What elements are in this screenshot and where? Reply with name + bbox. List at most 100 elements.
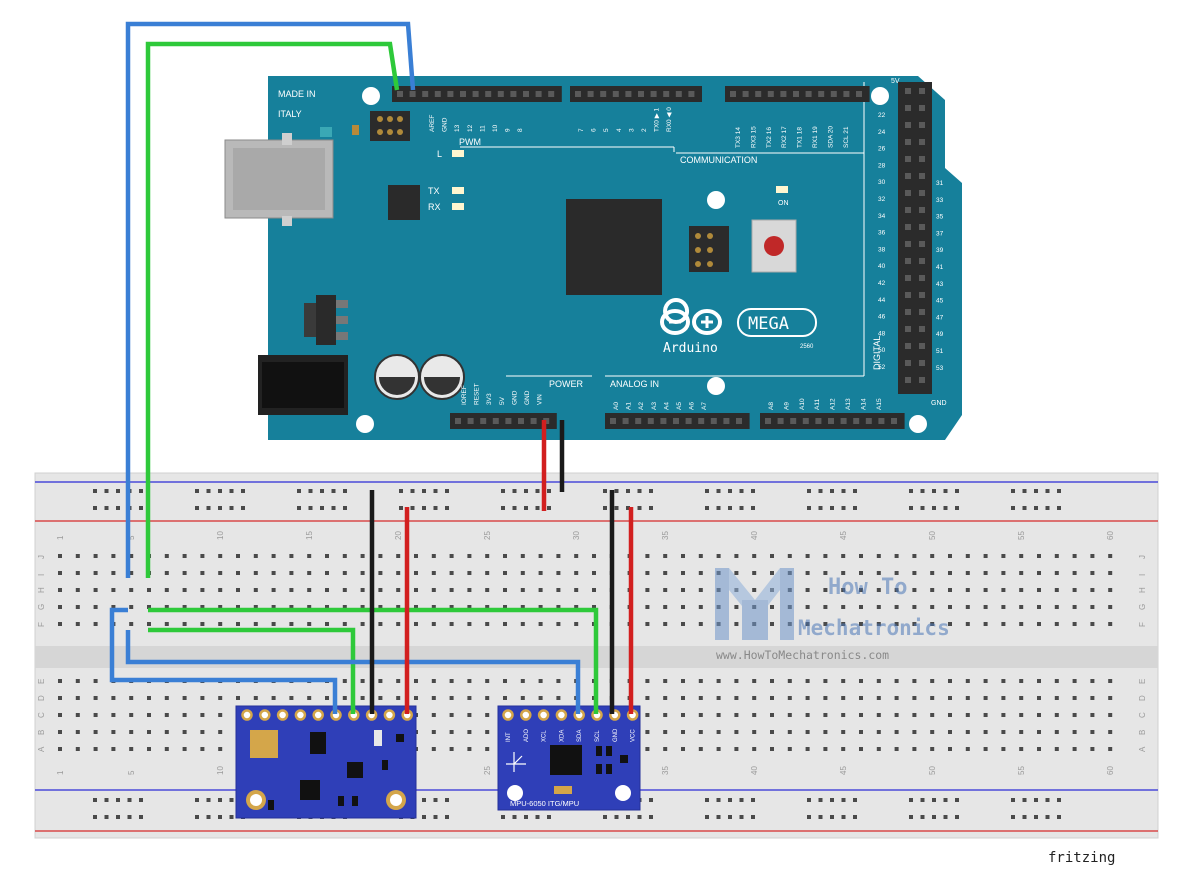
breadboard-hole xyxy=(912,588,917,592)
breadboard-hole xyxy=(841,554,846,558)
header-pin xyxy=(830,91,837,97)
breadboard-hole xyxy=(965,605,970,609)
row-letter: D xyxy=(1138,695,1147,701)
rail-hole xyxy=(501,506,505,510)
breadboard-hole xyxy=(182,605,187,609)
mount-hole xyxy=(356,415,374,433)
rail-hole xyxy=(139,815,143,819)
five-v-label: 5V xyxy=(891,78,900,85)
breadboard-hole xyxy=(823,730,828,734)
l-led-label: L xyxy=(437,149,442,159)
header-pin xyxy=(780,91,787,97)
module-pin xyxy=(294,709,307,721)
rail-hole xyxy=(626,489,630,493)
breadboard-hole xyxy=(770,605,774,609)
rail-hole xyxy=(649,798,653,802)
rail-hole xyxy=(410,489,415,493)
led-on xyxy=(776,186,788,193)
pin-label: 52 xyxy=(878,364,886,371)
breadboard-hole xyxy=(681,696,685,700)
breadboard-hole xyxy=(58,622,62,626)
breadboard-hole xyxy=(965,588,970,592)
breadboard-hole xyxy=(983,622,988,626)
breadboard-hole xyxy=(965,622,970,626)
module-pin xyxy=(241,709,253,721)
breadboard-hole xyxy=(698,696,703,700)
breadboard-hole xyxy=(930,747,935,751)
breadboard-hole xyxy=(325,622,329,626)
breadboard-hole xyxy=(770,747,774,751)
pin-label: SDA 20 xyxy=(827,126,834,148)
rail-hole xyxy=(841,815,846,819)
pin-label: A8 xyxy=(768,402,775,410)
breadboard-hole xyxy=(1108,605,1113,609)
rail-hole xyxy=(116,798,120,802)
breadboard-hole xyxy=(787,679,792,683)
column-number-top: 60 xyxy=(1106,531,1115,540)
breadboard-hole xyxy=(592,554,596,558)
breadboard-hole xyxy=(378,571,383,575)
breadboard-hole xyxy=(894,588,899,592)
breadboard-hole xyxy=(823,696,828,700)
breadboard-hole xyxy=(752,696,757,700)
breadboard-hole xyxy=(930,588,935,592)
rail-hole xyxy=(739,815,744,819)
breadboard-hole xyxy=(129,554,134,558)
column-number-bottom: 1 xyxy=(56,770,65,775)
column-number-bottom: 55 xyxy=(1017,766,1026,775)
breadboard-hole xyxy=(681,747,685,751)
module-chip xyxy=(300,780,320,800)
breadboard-hole xyxy=(556,622,561,626)
rail-hole xyxy=(1045,798,1050,802)
wire-blue-left-scl xyxy=(109,607,338,714)
breadboard-hole xyxy=(503,696,507,700)
breadboard-hole xyxy=(414,588,418,592)
rail-hole xyxy=(807,506,811,510)
breadboard-hole xyxy=(58,605,62,609)
breadboard-hole xyxy=(894,554,899,558)
breadboard-hole xyxy=(485,747,490,751)
pin-label: VIN xyxy=(537,394,544,405)
breadboard-hole xyxy=(1054,554,1059,558)
breadboard-hole xyxy=(236,696,240,700)
rail-hole xyxy=(116,489,120,493)
row-letter: B xyxy=(37,730,46,735)
breadboard-hole xyxy=(1108,713,1113,717)
breadboard-hole xyxy=(823,622,828,626)
breadboard-hole xyxy=(876,696,881,700)
pin-label: 51 xyxy=(936,348,944,355)
breadboard-hole xyxy=(431,554,436,558)
tx-label: TX xyxy=(428,186,440,196)
rail-hole xyxy=(1011,506,1015,510)
breadboard-hole xyxy=(645,554,650,558)
breadboard-hole xyxy=(859,571,863,575)
breadboard-hole xyxy=(325,605,329,609)
header-pin xyxy=(675,91,682,97)
column-number-top: 5 xyxy=(127,535,136,540)
breadboard-hole xyxy=(770,730,774,734)
breadboard-hole xyxy=(182,747,187,751)
breadboard-hole xyxy=(859,554,863,558)
breadboard-hole xyxy=(1037,730,1041,734)
rail-hole xyxy=(920,506,925,510)
rail-hole xyxy=(218,489,222,493)
pin-label: A1 xyxy=(626,402,633,410)
breadboard-hole xyxy=(520,605,525,609)
breadboard-hole xyxy=(930,605,935,609)
rail-hole xyxy=(1022,798,1027,802)
module-mount-hole xyxy=(507,785,523,801)
breadboard-hole xyxy=(58,696,62,700)
breadboard-hole xyxy=(396,622,401,626)
module-chip-square xyxy=(250,730,278,758)
breadboard-hole xyxy=(218,747,223,751)
pin-label: 34 xyxy=(878,213,886,220)
breadboard-hole xyxy=(1054,713,1059,717)
breadboard-hole xyxy=(1019,679,1024,683)
rail-hole xyxy=(524,815,528,819)
breadboard-hole xyxy=(218,696,223,700)
arduino-logo: Arduino xyxy=(660,298,722,356)
breadboard-hole xyxy=(663,730,668,734)
breadboard-hole xyxy=(396,679,401,683)
breadboard-hole xyxy=(1001,605,1006,609)
